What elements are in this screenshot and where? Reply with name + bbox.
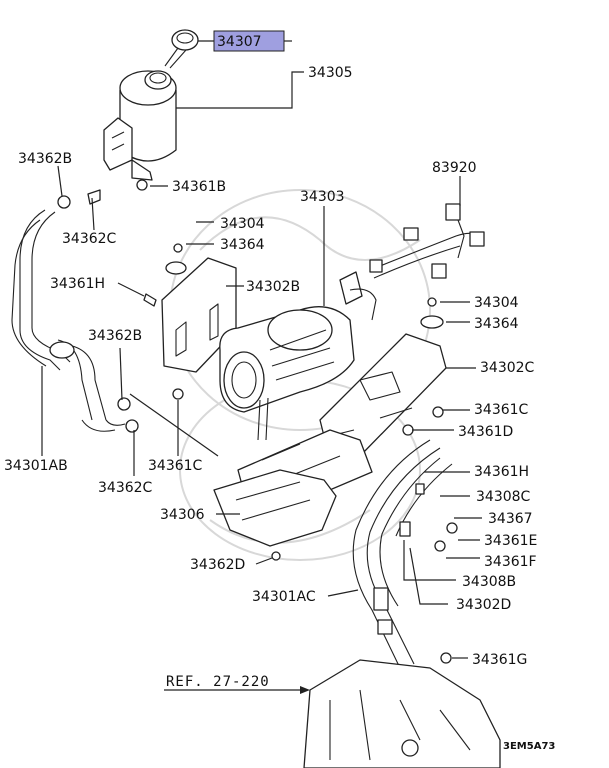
label-34304-a[interactable]: 34304	[220, 216, 265, 232]
label-34361e[interactable]: 34361E	[484, 533, 537, 549]
label-34361h-left[interactable]: 34361H	[50, 276, 105, 292]
label-34364-a[interactable]: 34364	[220, 237, 265, 253]
label-34308c[interactable]: 34308C	[476, 489, 531, 505]
label-34361b[interactable]: 34361B	[172, 179, 226, 195]
label-34305[interactable]: 34305	[308, 65, 353, 81]
label-34364-b[interactable]: 34364	[474, 316, 519, 332]
label-83920[interactable]: 83920	[432, 160, 477, 176]
hose-34301ab	[11, 209, 126, 432]
label-34361f[interactable]: 34361F	[484, 554, 537, 570]
heat-shield-34306	[213, 469, 337, 547]
label-34367[interactable]: 34367	[488, 511, 533, 527]
reservoir-tank	[103, 29, 199, 191]
label-34361c-mid[interactable]: 34361C	[148, 458, 203, 474]
power-steering-pump	[161, 257, 377, 441]
hose-34301ac	[352, 439, 453, 683]
label-34361d[interactable]: 34361D	[458, 424, 513, 440]
reference-label[interactable]: REF. 27-220	[166, 674, 270, 690]
label-34304-b[interactable]: 34304	[474, 295, 519, 311]
label-34362d[interactable]: 34362D	[190, 557, 245, 573]
label-34362b-mid[interactable]: 34362B	[88, 328, 142, 344]
label-34301ac[interactable]: 34301AC	[252, 589, 316, 605]
transmission-case	[303, 659, 501, 768]
part-labels: 34307 34305 34362B 34361B 34362C 34303 8…	[4, 34, 555, 752]
clamps	[57, 189, 139, 433]
label-34362b-top[interactable]: 34362B	[18, 151, 72, 167]
label-34306[interactable]: 34306	[160, 507, 205, 523]
label-34307[interactable]: 34307	[217, 34, 262, 50]
harness-83920	[369, 203, 485, 279]
label-34302c[interactable]: 34302C	[480, 360, 535, 376]
label-34362c-mid[interactable]: 34362C	[98, 480, 153, 496]
label-34302b[interactable]: 34302B	[246, 279, 300, 295]
label-34362c-top[interactable]: 34362C	[62, 231, 117, 247]
label-34301ab[interactable]: 34301AB	[4, 458, 68, 474]
fasteners	[143, 243, 458, 561]
label-34302d[interactable]: 34302D	[456, 597, 511, 613]
label-34361h-right[interactable]: 34361H	[474, 464, 529, 480]
leader-lines	[41, 165, 482, 694]
label-34303[interactable]: 34303	[300, 189, 345, 205]
label-34361c-right[interactable]: 34361C	[474, 402, 529, 418]
label-34308b[interactable]: 34308B	[462, 574, 516, 590]
diagram-code: 3EM5A73	[503, 741, 555, 752]
label-34361g[interactable]: 34361G	[472, 652, 527, 668]
